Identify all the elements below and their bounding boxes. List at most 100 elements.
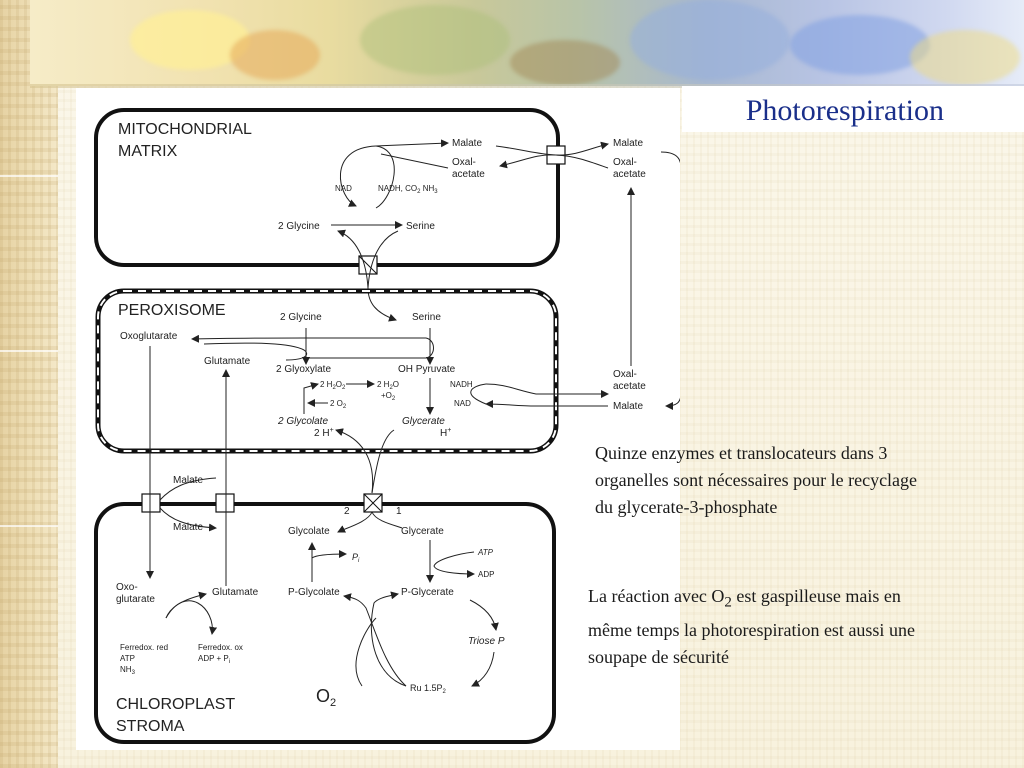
- mito-to-malate-arrow: [375, 139, 449, 148]
- perox-oxoglutarate-label: Oxoglutarate: [120, 331, 178, 342]
- nadh-to-oxaloacetate-arrow: [485, 383, 609, 398]
- chloro-nh3-label: NH3: [120, 665, 136, 676]
- glycolate-import-arrow: [335, 428, 374, 494]
- mito-nadh-label: NADH, CO2 NH3: [378, 184, 438, 195]
- outside-oxal-bottom-1: Oxal-: [613, 369, 637, 380]
- banner-leaf-shape: [510, 40, 620, 85]
- note-subscript: 2: [724, 594, 732, 611]
- title-background: [682, 86, 1024, 132]
- perox-glycine-label: 2 Glycine: [280, 312, 322, 323]
- transporter-mark: [363, 493, 383, 513]
- mito-glycine-label: 2 Glycine: [278, 221, 320, 232]
- peroxisome-membrane-dashes: [97, 290, 557, 452]
- pi-release-arrow: [311, 550, 347, 559]
- chloro-atp-label: ATP: [477, 548, 494, 557]
- peroxisome-title: PEROXISOME: [118, 302, 226, 319]
- left-decorative-strip: [0, 0, 58, 768]
- banner-flower-shape: [790, 15, 930, 75]
- atp-adp-arrow: [433, 551, 475, 578]
- malate-to-nad-arrow: [485, 400, 608, 409]
- mitochondrion-membrane: [94, 108, 560, 267]
- chloro-transporter-label-1: 1: [396, 506, 402, 517]
- chloro-glutamate-label: Glutamate: [212, 587, 259, 598]
- mito-nad-label: NAD: [335, 184, 352, 193]
- perox-serine-label: Serine: [412, 312, 441, 323]
- rubp-oxygenation-arrow: [343, 593, 407, 687]
- mito-oxal-import-arrow: [499, 154, 609, 169]
- glycerate-in-arrow: [371, 511, 403, 529]
- perox-nadh-label: NADH: [450, 380, 473, 389]
- glycolate-oxidase-arrow: [303, 382, 319, 414]
- perox-h-plus-right: H+: [440, 427, 451, 439]
- enzymes-note: Quinze enzymes et translocateurs dans 3 …: [595, 443, 918, 517]
- chloro-p-glycolate-label: P-Glycolate: [288, 587, 340, 598]
- mito-oxal-label-2: acetate: [452, 169, 485, 180]
- mitochondrion-compartment: MITOCHONDRIAL MATRIX Malate Oxal- acetat…: [94, 108, 609, 322]
- strip-divider: [0, 175, 58, 177]
- perox-h2o-label: 2 H2O: [377, 380, 399, 391]
- gogat-cycle-arrow: [165, 600, 218, 635]
- perox-h-plus-left: 2 H+: [314, 427, 334, 439]
- chloro-malate-transporter-left: [141, 493, 161, 513]
- mito-malate-label: Malate: [452, 138, 482, 149]
- malate-exchange-top: [159, 477, 217, 501]
- chloro-rubp-label: Ru 1.5P2: [410, 683, 447, 695]
- chloroplast-title-line2: STROMA: [116, 718, 185, 735]
- oxo-to-glutamate-arrow: [165, 591, 207, 619]
- chloro-oxo-label-1: Oxo-: [116, 582, 138, 593]
- glycine-into-mito-arrow: [337, 229, 369, 289]
- mitochondrion-title-line2: MATRIX: [118, 143, 178, 160]
- chloro-o2-label: O2: [316, 686, 336, 709]
- outside-oxal-bottom-2: acetate: [613, 381, 646, 392]
- mito-nadh-cycle-arrow: [375, 145, 395, 209]
- chloro-p-glycerate-label: P-Glycerate: [401, 587, 454, 598]
- mitochondrion-title-line1: MITOCHONDRIAL: [118, 121, 252, 138]
- serine-out-of-mito-arrow: [367, 230, 399, 322]
- strip-divider: [0, 350, 58, 352]
- chloro-atp-left-label: ATP: [120, 654, 135, 663]
- note-text-before: La réaction avec O: [588, 586, 725, 606]
- outside-malate-bottom: Malate: [613, 401, 643, 412]
- perox-glutamate-label: Glutamate: [204, 356, 251, 367]
- chloro-ferredox-red-label: Ferredox. red: [120, 643, 168, 652]
- oxygen-reaction-note: La réaction avec O2 est gaspilleuse mais…: [588, 583, 948, 671]
- glycolate-out-arrow: [337, 511, 373, 533]
- nadh-nad-cycle: [470, 383, 487, 405]
- mito-serine-label: Serine: [406, 221, 435, 232]
- outside-malate-top: Malate: [613, 138, 643, 149]
- note-text-after: est gaspilleuse mais en même temps la ph…: [588, 586, 915, 667]
- chloro-malate-bottom: Malate: [173, 522, 203, 533]
- perox-nad-label: NAD: [454, 399, 471, 408]
- peroxisome-compartment: PEROXISOME 2 Glycine Serine Oxoglutarate…: [95, 288, 609, 494]
- perox-glutamate-cycle-left: [203, 342, 308, 361]
- header-banner-image: [30, 0, 1024, 86]
- banner-leaf-shape: [230, 30, 320, 80]
- banner-flower-shape: [630, 0, 790, 80]
- p-glycerate-to-triose-arrow: [469, 599, 499, 631]
- chloro-glycolate-label: Glycolate: [288, 526, 330, 537]
- glycerate-export-arrow: [371, 429, 395, 494]
- outside-oxal-top-1: Oxal-: [613, 157, 637, 168]
- perox-transamination-oval: [304, 337, 434, 359]
- banner-leaf-shape: [910, 30, 1020, 85]
- perox-glycolate-label: 2 Glycolate: [277, 416, 328, 427]
- chloro-transporter-label-2: 2: [344, 506, 350, 517]
- chloro-glycerate-label: Glycerate: [401, 526, 444, 537]
- chloro-triose-label: Triose P: [468, 636, 505, 647]
- mito-oxal-label-1: Oxal-: [452, 157, 476, 168]
- perox-glycerate-label: Glycerate: [402, 416, 445, 427]
- mito-nad-cycle-arrow: [340, 145, 377, 207]
- malate-exchange-bottom: [159, 507, 217, 532]
- chloro-ferredox-ox-label: Ferredox. ox: [198, 643, 243, 652]
- perox-plus-o2-label: +O2: [381, 391, 396, 402]
- banner-edge: [30, 84, 1024, 88]
- perox-minus-o2-label: 2 O2: [330, 399, 347, 410]
- chloroplast-compartment: CHLOROPLAST STROMA Malate Malate 2 1 Gly…: [94, 346, 556, 744]
- chloroplast-membrane: [94, 502, 556, 744]
- chloro-adp-label: ADP: [478, 570, 494, 579]
- oxoglutarate-arrow: [191, 334, 305, 343]
- chloro-oxo-label-2: glutarate: [116, 594, 155, 605]
- rubp-carboxylation-arrow: [370, 591, 407, 687]
- mito-oxal-arrow: [380, 153, 449, 169]
- o2-input-arrow: [355, 617, 377, 687]
